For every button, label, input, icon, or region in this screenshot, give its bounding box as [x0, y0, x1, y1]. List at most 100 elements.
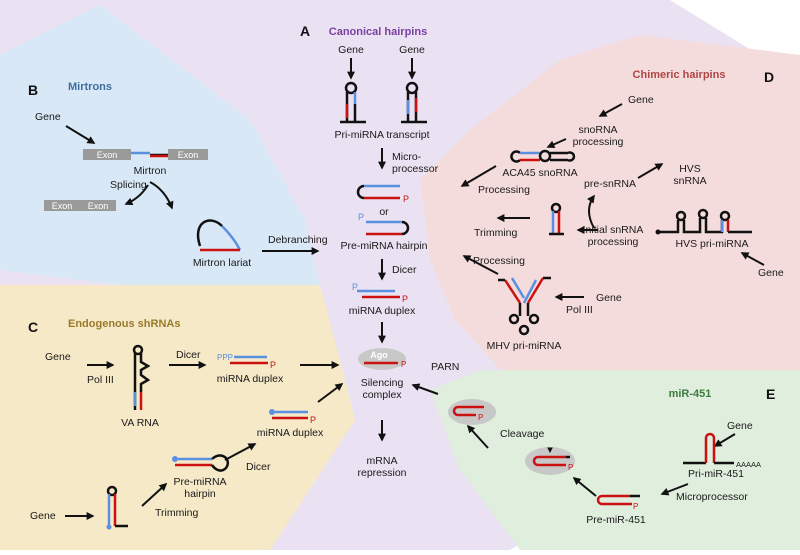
c-pre-mirna-hairpin [172, 454, 229, 472]
d-snorna-processing-2: processing [573, 136, 624, 148]
b-exon-label-1: Exon [97, 150, 118, 160]
e-gene-label: Gene [727, 420, 753, 432]
b-exon-label-3: Exon [52, 201, 73, 211]
e-parn-p-mark: P [478, 413, 483, 422]
d-hvs-snrna-label-1: HVS [679, 163, 701, 175]
a-mirna-duplex [357, 289, 400, 299]
a-duplex-p-blue: P [352, 282, 358, 292]
c-pre-mirna-label-2: hairpin [184, 488, 216, 500]
e-cleavage-p-mark: P [568, 463, 573, 472]
silencing-complex-label-1: Silencing [361, 377, 404, 389]
b-mirtron-gene [83, 149, 208, 160]
a-duplex-p-red: P [402, 294, 408, 304]
c-gene-label-2: Gene [30, 510, 56, 522]
d-arrow-sno [546, 138, 567, 149]
e-pre-mir-451 [596, 494, 640, 506]
panel-d-title: Chimeric hairpins [633, 69, 726, 81]
e-arrow-microprocessor [660, 483, 689, 496]
e-pri-mir-451 [683, 432, 734, 465]
d-mhv-pri-mirna [498, 276, 551, 336]
c-va-rna-label: VA RNA [121, 417, 159, 429]
a-pre-mirna-hairpin-2 [366, 220, 410, 236]
d-mhv-pri-mirna-label: MHV pri-miRNA [487, 340, 562, 352]
a-microprocessor-label-1: Micro- [392, 151, 422, 163]
e-arrow-parn [411, 383, 439, 395]
c-pol3-label: Pol III [87, 374, 114, 386]
b-mirtron-label: Mirtron [134, 165, 167, 177]
d-initial-snrna-label-2: processing [588, 236, 639, 248]
d-gene-label-2: Gene [758, 267, 784, 279]
d-arrow-gene-2 [740, 252, 765, 266]
b-spliced-exons [44, 200, 116, 211]
d-gene-label-1: Gene [628, 94, 654, 106]
c-arrow-dicer-2 [224, 443, 257, 461]
e-pri-mir-451-label: Pri-miR-451 [688, 468, 744, 480]
panel-a-letter: A [300, 23, 310, 39]
e-pre-mir-451-label: Pre-miR-451 [586, 514, 646, 526]
d-trimming-label: Trimming [474, 227, 518, 239]
b-mirtron-lariat [196, 219, 242, 252]
d-hvs-pri-mirna [655, 208, 752, 235]
c-duplex-label-2: miRNA duplex [257, 427, 324, 439]
e-microprocessor-label: Microprocessor [676, 491, 748, 503]
d-aca45-label: ACA45 snoRNA [502, 167, 577, 179]
ago-complex [358, 348, 406, 370]
c-ppp-label: PPP [217, 353, 233, 362]
c-mirna-duplex-2 [269, 409, 308, 420]
d-arrow-gene-1 [598, 103, 623, 117]
d-pol3-label: Pol III [566, 304, 593, 316]
e-pre-p-mark: P [633, 502, 638, 511]
e-polya-label: AAAAA [736, 460, 761, 469]
d-aca45-snorna [510, 149, 576, 163]
panel-b-background [0, 5, 320, 285]
c-duplex-p-1: P [270, 360, 276, 370]
c-va-rna [132, 344, 151, 410]
a-pri-mirna-hairpin-2 [401, 81, 427, 124]
c-arrow-to-ago-2 [317, 383, 344, 403]
ago-label: Ago [370, 350, 388, 360]
c-pre-mirna-label-1: Pre-miRNA [173, 476, 226, 488]
a-microprocessor-label-2: processor [392, 163, 439, 175]
d-initial-snrna-label-1: Initial snRNA [583, 224, 644, 236]
d-snorna-processing-1: snoRNA [578, 124, 617, 136]
panel-c-background [0, 285, 355, 550]
b-debranching-label: Debranching [268, 234, 328, 246]
d-processing-label-2: Processing [473, 255, 525, 267]
b-arrow-gene [65, 125, 96, 144]
panel-d-letter: D [764, 69, 774, 85]
ago-p-mark: P [401, 360, 406, 369]
b-splicing-label: Splicing [110, 179, 147, 191]
d-gene-label-3: Gene [596, 292, 622, 304]
panel-e-letter: E [766, 386, 775, 402]
a-duplex-label: miRNA duplex [349, 305, 416, 317]
d-processing-label-1: Processing [478, 184, 530, 196]
d-arrow-to-hvs-snrna [637, 163, 664, 179]
c-shrna-precursor [106, 485, 128, 530]
d-trimmed-hairpin [549, 202, 564, 236]
b-lariat-label: Mirtron lariat [193, 257, 251, 269]
panel-a-title: Canonical hairpins [329, 26, 427, 38]
e-parn-complex [448, 399, 496, 425]
a-pre-mirna-label: Pre-miRNA hairpin [341, 240, 428, 252]
c-trimming-label: Trimming [155, 507, 199, 519]
panel-c-title: Endogenous shRNAs [68, 318, 180, 330]
b-exon-label-4: Exon [88, 201, 109, 211]
panel-b-title: Mirtrons [68, 81, 112, 93]
e-parn-label: PARN [431, 361, 459, 373]
e-arrow-cleavage [466, 424, 489, 449]
d-pre-snrna-label: pre-snRNA [584, 178, 636, 190]
a-pre-mirna-hairpin-1 [356, 184, 400, 200]
b-gene-label: Gene [35, 111, 61, 123]
d-arrow-to-pre-snrna [587, 194, 595, 229]
a-pri-mirna-hairpin-1 [340, 81, 366, 124]
c-duplex-p-2: P [310, 415, 316, 425]
a-gene-label-1: Gene [338, 44, 364, 56]
c-arrow-trimming [141, 482, 168, 507]
silencing-complex-label-2: complex [362, 389, 402, 401]
e-ago2-cleavage [525, 447, 575, 475]
b-exon-label-2: Exon [178, 150, 199, 160]
e-cleavage-label: Cleavage [500, 428, 545, 440]
panel-c-letter: C [28, 319, 38, 335]
